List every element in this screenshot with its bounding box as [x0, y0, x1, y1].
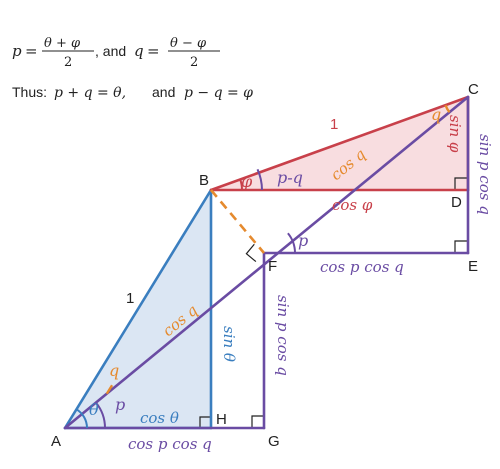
angle-phi-label: φ — [241, 172, 253, 191]
angle-q-C-label: q — [431, 105, 441, 124]
p-definition: p = θ + φ 2 , and q = θ − φ 2 — [12, 36, 220, 70]
arc-p-F — [287, 232, 296, 254]
right-angle-H — [199, 416, 211, 428]
point-D: D — [451, 194, 462, 211]
point-H: H — [216, 411, 227, 428]
q-denominator: 2 — [190, 55, 198, 70]
arc-p-A — [95, 401, 106, 429]
and-text: , and — [95, 43, 126, 59]
label-BD: cos φ — [332, 196, 373, 214]
arc-pq-B — [256, 168, 263, 191]
p-numerator: θ + φ — [44, 36, 81, 51]
right-angle-D — [454, 177, 467, 190]
segment-BC — [209, 95, 470, 192]
label-BC: 1 — [330, 116, 338, 133]
thus-line: Thus: p + q = θ, and p − q = φ — [12, 84, 253, 101]
thus-expression-1: p + q = θ, — [54, 85, 126, 101]
segment-BF-dashed — [210, 189, 265, 254]
p-denominator: 2 — [64, 55, 72, 70]
q-equals: = — [147, 42, 160, 60]
segment-AC — [63, 95, 470, 430]
right-angle-markers — [199, 177, 467, 428]
p-equals: = — [25, 42, 38, 60]
label-AB: 1 — [126, 290, 134, 307]
point-F: F — [268, 258, 277, 275]
point-A: A — [51, 433, 61, 450]
label-FE: cos p cos q — [320, 258, 404, 276]
label-AG: cos p cos q — [128, 435, 212, 453]
tick-q-A — [105, 384, 114, 395]
right-angle-G — [251, 415, 264, 428]
angle-theta-label: θ — [89, 400, 99, 419]
q-variable: q — [134, 42, 144, 60]
point-G: G — [268, 433, 280, 450]
thus-and: and — [152, 84, 175, 100]
label-BH: sin θ — [220, 326, 238, 362]
segment-AB — [63, 188, 213, 430]
point-labels: A B C D E F G H — [51, 81, 479, 450]
angle-q-A-label: q — [109, 361, 119, 380]
right-angle-E — [454, 240, 467, 253]
p-variable: p — [12, 42, 22, 60]
thus-expression-2: p − q = φ — [184, 85, 253, 101]
label-FG: sin p cos q — [274, 295, 292, 376]
right-angle-F — [245, 243, 257, 263]
angle-arcs — [75, 104, 451, 429]
arc-phi-B — [239, 179, 244, 191]
angle-labels: θ p q φ p-q q p — [89, 105, 441, 419]
point-E: E — [468, 258, 478, 275]
thus-label: Thus: — [12, 84, 47, 100]
q-numerator: θ − φ — [170, 36, 207, 51]
label-AH: cos θ — [140, 409, 179, 427]
point-C: C — [468, 81, 479, 98]
label-CD: sin φ — [446, 115, 464, 153]
angle-p-F-label: p — [298, 231, 308, 250]
purple-segments — [63, 95, 470, 430]
arc-theta-A — [75, 408, 88, 429]
point-B: B — [199, 172, 209, 189]
label-CE: sin p cos q — [476, 134, 494, 215]
arc-q-C — [444, 104, 451, 113]
angle-pq-label: p-q — [277, 168, 303, 187]
angle-p-A-label: p — [115, 395, 125, 414]
